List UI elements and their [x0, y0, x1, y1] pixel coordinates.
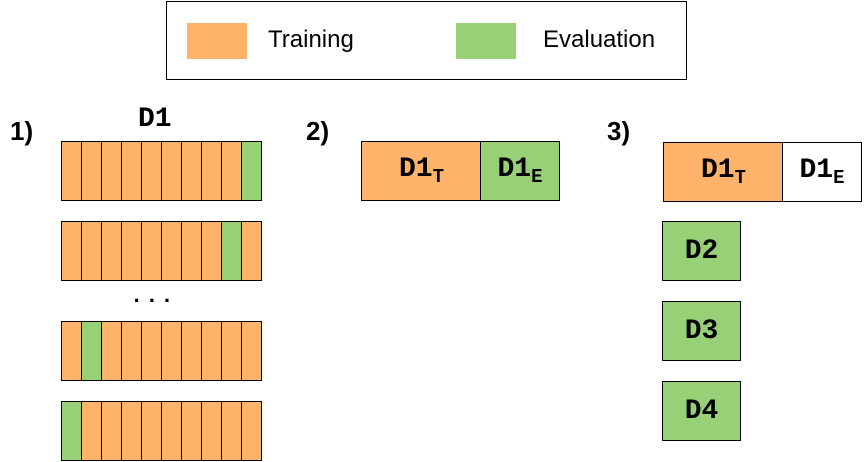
fold-cell-training	[162, 402, 182, 460]
fold-cell-training	[82, 402, 102, 460]
fold-cell-training	[62, 322, 82, 380]
ellipsis: ...	[130, 284, 176, 309]
fold-cell-training	[82, 142, 102, 200]
fold-cell-training	[242, 322, 261, 380]
fold-cell-training	[142, 322, 162, 380]
fold-cell-training	[82, 222, 102, 280]
fold-row	[61, 141, 262, 201]
fold-cell-training	[102, 402, 122, 460]
fold-row	[61, 221, 262, 281]
fold-row	[61, 321, 262, 381]
panel-2-eval-label: D1E	[497, 154, 543, 188]
panel-3-dataset-box: D2	[662, 221, 741, 281]
panel-2-step-label: 2)	[306, 116, 330, 146]
fold-cell-training	[62, 222, 82, 280]
fold-cell-training	[122, 322, 142, 380]
fold-cell-training	[142, 142, 162, 200]
fold-cell-training	[182, 322, 202, 380]
panel-2-train-label: D1T	[398, 154, 444, 188]
fold-cell-training	[102, 222, 122, 280]
fold-cell-training	[222, 402, 242, 460]
legend-evaluation-label: Evaluation	[543, 26, 656, 53]
fold-cell-training	[222, 142, 242, 200]
fold-cell-training	[122, 222, 142, 280]
panel-3-dataset-label: D2	[684, 235, 719, 267]
fold-cell-training	[182, 222, 202, 280]
fold-cell-training	[242, 402, 261, 460]
legend-training-swatch	[187, 23, 247, 59]
fold-cell-training	[202, 142, 222, 200]
panel-3-dataset-label: D3	[684, 315, 719, 347]
fold-cell-training	[102, 142, 122, 200]
fold-cell-training	[122, 402, 142, 460]
fold-cell-training	[102, 322, 122, 380]
legend-training-label: Training	[268, 26, 354, 53]
panel-2-eval-box: D1E	[480, 141, 560, 201]
panel-2-train-box: D1T	[361, 141, 482, 201]
fold-cell-training	[142, 402, 162, 460]
fold-cell-training	[62, 142, 82, 200]
fold-cell-training	[202, 222, 222, 280]
fold-cell-training	[122, 142, 142, 200]
fold-cell-training	[182, 142, 202, 200]
panel-3-train-box: D1T	[663, 142, 784, 202]
legend-evaluation-swatch	[456, 23, 516, 59]
fold-cell-training	[222, 322, 242, 380]
fold-cell-evaluation	[62, 402, 82, 460]
legend: Training Evaluation	[166, 1, 687, 80]
panel-3-dataset-box: D4	[662, 381, 741, 441]
fold-cell-training	[142, 222, 162, 280]
panel-1-step-label: 1)	[10, 116, 34, 146]
fold-cell-training	[182, 402, 202, 460]
panel-3-dataset-label: D4	[684, 395, 719, 427]
fold-cell-evaluation	[242, 142, 261, 200]
panel-1-dataset-label: D1	[138, 104, 172, 135]
fold-cell-training	[202, 402, 222, 460]
fold-cell-evaluation	[82, 322, 102, 380]
fold-cell-training	[202, 322, 222, 380]
fold-cell-training	[162, 142, 182, 200]
fold-cell-training	[162, 222, 182, 280]
fold-row	[61, 401, 262, 461]
panel-3-eval-label: D1E	[799, 155, 845, 189]
fold-cell-training	[162, 322, 182, 380]
fold-cell-training	[242, 222, 261, 280]
panel-3-step-label: 3)	[607, 116, 631, 146]
panel-3-eval-box: D1E	[782, 142, 862, 202]
panel-3-train-label: D1T	[700, 155, 746, 189]
panel-3-dataset-box: D3	[662, 301, 741, 361]
fold-cell-evaluation	[222, 222, 242, 280]
